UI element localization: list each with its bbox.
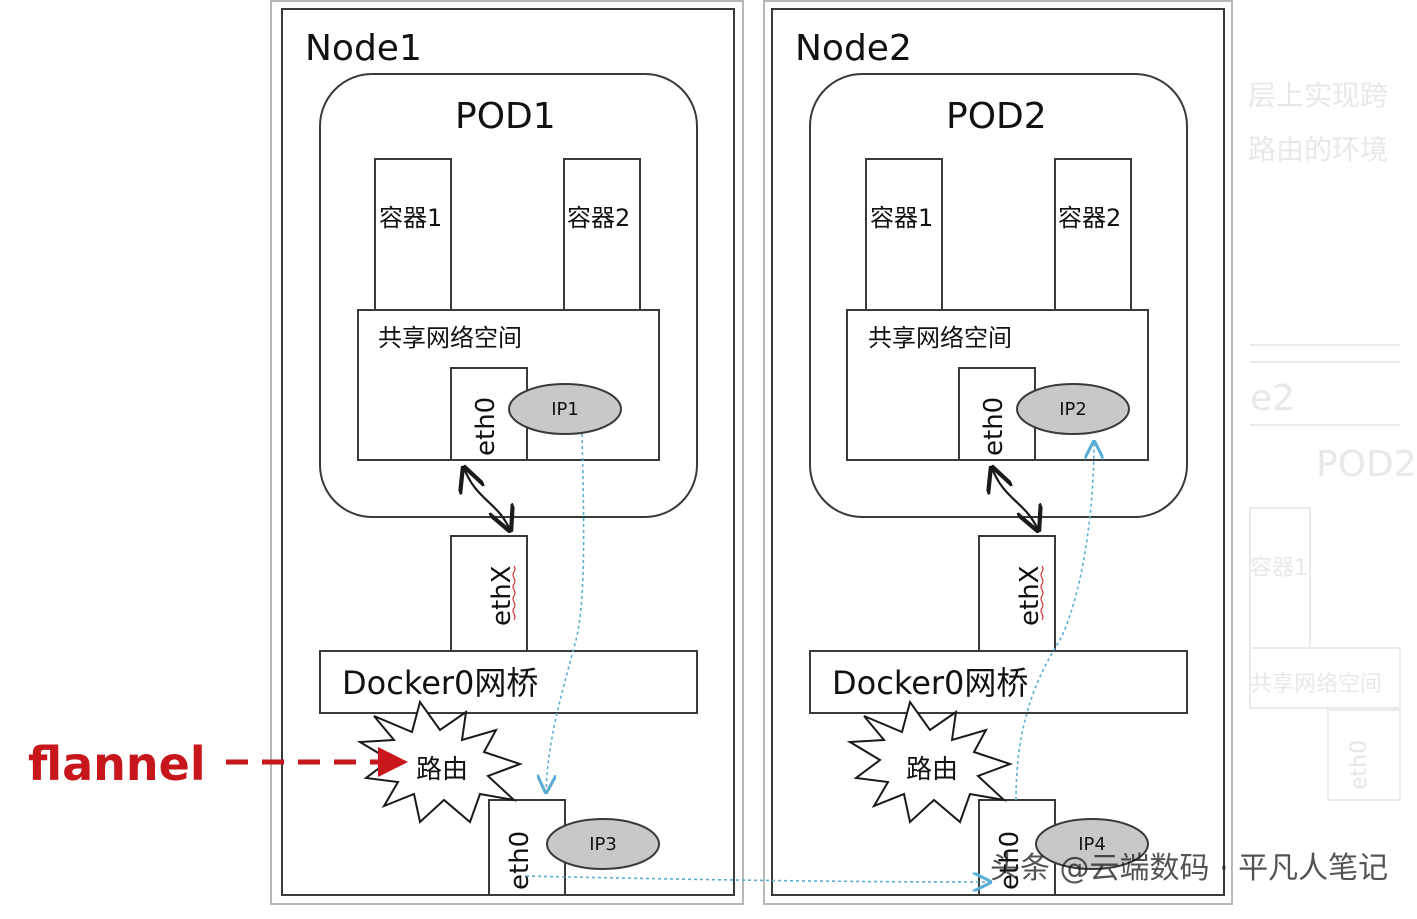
flannel-label: flannel: [28, 737, 206, 791]
node-2-ip2-label: IP2: [1059, 399, 1087, 420]
node-1-pod-eth0-label: eth0: [471, 397, 501, 456]
node-1-host-eth0-label: eth0: [505, 831, 535, 890]
node-2-router-label: 路由: [906, 755, 958, 785]
node-1-label: Node1: [305, 28, 422, 69]
node-2-pod-eth0-label: eth0: [979, 397, 1009, 456]
node-2-text: Node2 POD2 容器1 容器2 共享网络空间 eth0 IP2 ethX …: [795, 28, 1121, 890]
node-1-ethx-squiggle: [512, 565, 516, 621]
flow-ip1-to-eth0: [546, 433, 585, 792]
ghost-line-1: 层上实现跨: [1248, 79, 1389, 112]
node-1-container-1-label: 容器1: [379, 204, 442, 232]
ghost-eth-label: eth0: [1347, 740, 1372, 790]
node-2-container-1: [865, 158, 943, 311]
node-2-container-2-label: 容器2: [1058, 204, 1121, 232]
node-1-text: Node1 POD1 容器1 容器2 共享网络空间 eth0 IP1 ethX …: [305, 28, 630, 890]
node-2-ip4-ellipse: [1035, 818, 1149, 870]
ghost-pod-label: POD2: [1316, 444, 1417, 485]
node-2-shared-net-label: 共享网络空间: [868, 324, 1012, 352]
node-2-label: Node2: [795, 28, 912, 69]
node-2-ip2-ellipse: [1016, 383, 1130, 435]
ghost-structure: [1249, 344, 1401, 801]
node-2-ethx-label: ethX: [1015, 566, 1045, 626]
flow-eth0-to-ip2: [1015, 442, 1094, 801]
node-2-container-2: [1054, 158, 1132, 311]
ghost-shared-label: 共享网络空间: [1250, 672, 1383, 697]
node-2-ip4-label: IP4: [1078, 834, 1106, 855]
node-1-ip1-label: IP1: [551, 399, 579, 420]
node-1-ethx-label: ethX: [487, 566, 517, 626]
node-1-container-1: [374, 158, 452, 311]
flow-node1-to-node2: [525, 876, 990, 882]
node-1-container-2-label: 容器2: [567, 204, 630, 232]
ghost-node-label: e2: [1250, 378, 1296, 419]
node-1-ip3-ellipse: [546, 818, 660, 870]
node-1-docker0-label: Docker0网桥: [342, 664, 538, 702]
node-2-ethx-squiggle: [1040, 565, 1044, 621]
node-1-veth-link: [464, 468, 510, 530]
pod-1-label: POD1: [455, 96, 556, 137]
packet-flow: [525, 433, 1094, 882]
node-2-host-eth0-label: eth0: [995, 831, 1025, 890]
node-2-docker0-label: Docker0网桥: [832, 664, 1028, 702]
node-1-router-label: 路由: [416, 755, 468, 785]
node-1-shared-net-label: 共享网络空间: [378, 324, 522, 352]
node-1-ip1-ellipse: [508, 383, 622, 435]
node-1-ip3-label: IP3: [589, 834, 617, 855]
node-1-router-burst: [356, 699, 523, 824]
ghost-line-2: 路由的环境: [1248, 133, 1389, 166]
outer-frames: [270, 0, 1233, 905]
node-2-container-1-label: 容器1: [870, 204, 933, 232]
watermark: 头条 @云端数码 · 平凡人笔记: [990, 851, 1388, 886]
node-2-docker0-bridge: [809, 650, 1188, 714]
pod-2-label: POD2: [946, 96, 1047, 137]
ghost-container-label: 容器1: [1250, 556, 1308, 581]
node-2-veth-link: [992, 468, 1038, 530]
node-1-container-2: [563, 158, 641, 311]
node-1: [281, 8, 735, 896]
node-1-docker0-bridge: [319, 650, 698, 714]
node-2-router-burst: [846, 699, 1013, 824]
